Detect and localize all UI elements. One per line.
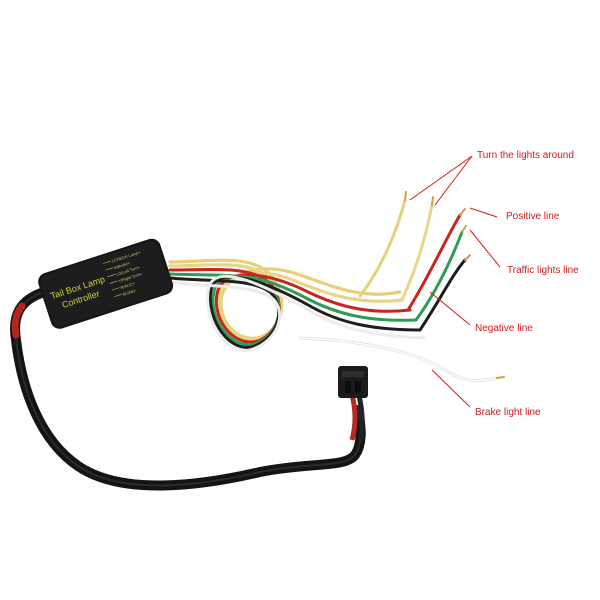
label-positive-line: Positive line bbox=[506, 211, 560, 222]
cable-red-sleeve bbox=[11, 302, 26, 339]
pin-label: R/ACC+ bbox=[120, 281, 136, 291]
pin-label: B/GND- bbox=[122, 288, 137, 297]
leader-brake bbox=[431, 369, 471, 408]
loose-wires bbox=[298, 191, 505, 383]
leader-negative bbox=[429, 291, 471, 326]
label-traffic-lights-line: Traffic lights line bbox=[507, 265, 579, 276]
pin-label: B/Brake+ bbox=[113, 260, 131, 270]
leader-traffic bbox=[469, 229, 501, 268]
connector-plug bbox=[338, 366, 368, 398]
connector-red-wire bbox=[349, 394, 358, 441]
main-cable-highlight bbox=[14, 291, 362, 487]
label-turn-lights: Turn the lights around bbox=[477, 150, 574, 161]
label-negative-line: Negative line bbox=[475, 323, 533, 334]
annotation-lines bbox=[409, 155, 501, 408]
controller-box: Tail Box Lamp Controller LCHECK Lamp+ B/… bbox=[38, 238, 174, 329]
label-brake-light-line: Brake light line bbox=[475, 407, 541, 418]
leader-positive bbox=[469, 207, 498, 218]
leader-turn-1 bbox=[409, 155, 473, 201]
wire-bundle bbox=[168, 258, 426, 352]
connector-black-wire bbox=[356, 394, 365, 441]
leader-turn-2 bbox=[434, 155, 473, 206]
